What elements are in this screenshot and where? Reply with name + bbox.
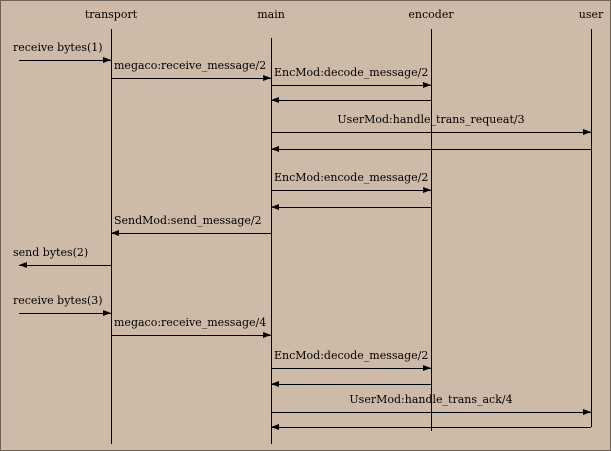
arrowhead-left-icon <box>271 380 279 387</box>
lifeline-line-main <box>271 38 272 444</box>
message-label-encmod-decode-message-2-a: EncMod:decode_message/2 <box>274 66 429 79</box>
message-line-encmod-encode-message-2 <box>271 190 431 191</box>
message-label-receive-bytes-1: receive bytes(1) <box>13 41 103 54</box>
arrowhead-right-icon <box>423 186 431 193</box>
message-line-receive-bytes-1 <box>19 60 111 61</box>
arrowhead-right-icon <box>263 74 271 81</box>
arrowhead-right-icon <box>423 364 431 371</box>
lifeline-line-user <box>591 29 592 427</box>
arrowhead-right-icon <box>263 331 271 338</box>
arrowhead-left-icon <box>271 203 279 210</box>
message-label-megaco-receive-message-2: megaco:receive_message/2 <box>114 59 267 72</box>
arrowhead-left-icon <box>19 261 27 268</box>
arrowhead-left-icon <box>271 423 279 430</box>
message-line-return-user-main-a <box>271 149 591 150</box>
message-label-usermod-handle-trans-ack-4: UserMod:handle_trans_ack/4 <box>349 393 513 406</box>
message-line-encmod-decode-message-2-b <box>271 368 431 369</box>
arrowhead-left-icon <box>271 96 279 103</box>
arrowhead-right-icon <box>103 309 111 316</box>
lifeline-header-user: user <box>578 8 604 21</box>
lifeline-header-encoder: encoder <box>408 8 454 21</box>
arrowhead-right-icon <box>423 81 431 88</box>
lifeline-header-transport: transport <box>84 8 138 21</box>
arrowhead-left-icon <box>111 229 119 236</box>
message-label-encmod-decode-message-2-b: EncMod:decode_message/2 <box>274 349 429 362</box>
arrowhead-right-icon <box>103 56 111 63</box>
message-line-return-encoder-main-c <box>271 384 431 385</box>
message-label-megaco-receive-message-4: megaco:receive_message/4 <box>114 316 267 329</box>
message-line-encmod-decode-message-2-a <box>271 85 431 86</box>
message-line-send-bytes-2 <box>19 265 111 266</box>
arrowhead-left-icon <box>271 145 279 152</box>
message-label-send-bytes-2: send bytes(2) <box>13 246 89 259</box>
arrowhead-right-icon <box>583 408 591 415</box>
message-line-receive-bytes-3 <box>19 313 111 314</box>
message-line-usermod-handle-trans-requeat-3 <box>271 132 591 133</box>
message-line-return-encoder-main-b <box>271 207 431 208</box>
lifeline-header-main: main <box>257 8 285 21</box>
message-label-usermod-handle-trans-requeat-3: UserMod:handle_trans_requeat/3 <box>337 113 525 126</box>
message-line-usermod-handle-trans-ack-4 <box>271 412 591 413</box>
arrowhead-right-icon <box>583 128 591 135</box>
lifeline-line-transport <box>111 29 112 444</box>
message-line-return-user-main-b <box>271 427 591 428</box>
message-line-megaco-receive-message-2 <box>111 78 271 79</box>
message-label-encmod-encode-message-2: EncMod:encode_message/2 <box>274 171 429 184</box>
lifeline-line-encoder <box>431 29 432 431</box>
message-line-sendmod-send-message-2 <box>111 233 271 234</box>
message-label-receive-bytes-3: receive bytes(3) <box>13 294 103 307</box>
message-line-megaco-receive-message-4 <box>111 335 271 336</box>
message-label-sendmod-send-message-2: SendMod:send_message/2 <box>114 214 262 227</box>
message-line-return-encoder-main-a <box>271 100 431 101</box>
